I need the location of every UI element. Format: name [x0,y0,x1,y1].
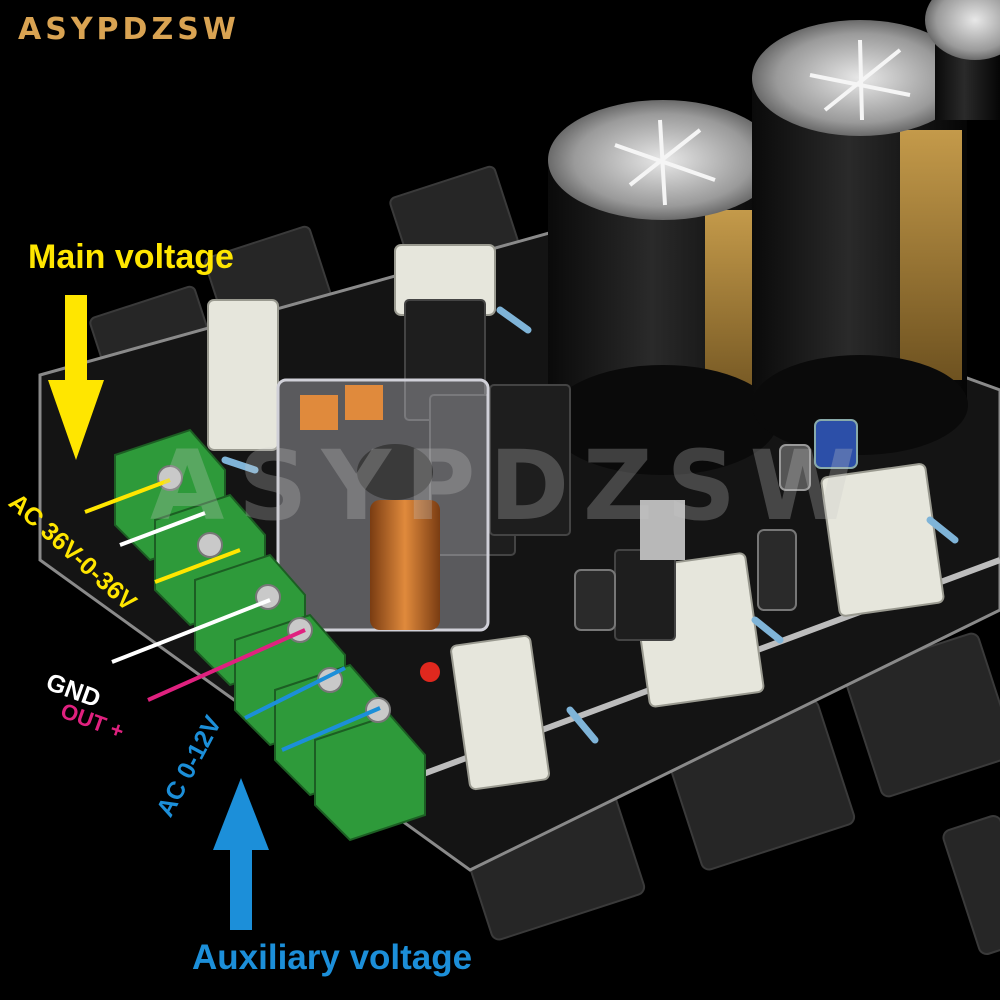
red-led [420,662,440,682]
auxiliary-voltage-label: Auxiliary voltage [192,938,473,977]
metal-tab [640,500,685,560]
auxiliary-voltage-arrow [213,778,269,930]
cement-resistors [207,244,945,791]
small-capacitors [574,419,858,631]
main-voltage-label: Main voltage [28,238,234,276]
filter-capacitor-3 [925,0,1000,120]
ac-main-lines [84,478,241,584]
ac-main-center-line [119,511,206,547]
filter-capacitor-2 [752,20,968,455]
main-voltage-arrow [48,295,104,460]
out-line [147,628,306,702]
brand-logo: ASYPDZSW [18,12,240,47]
gnd-line [111,598,271,664]
small-resistors [221,306,959,744]
to-220-devices [404,299,676,641]
watermark: ASYPDZSW [150,430,870,542]
relay [276,378,490,632]
ac-aux-lines [244,666,381,752]
filter-capacitor-1 [548,100,778,475]
terminal-blocks [114,428,426,842]
